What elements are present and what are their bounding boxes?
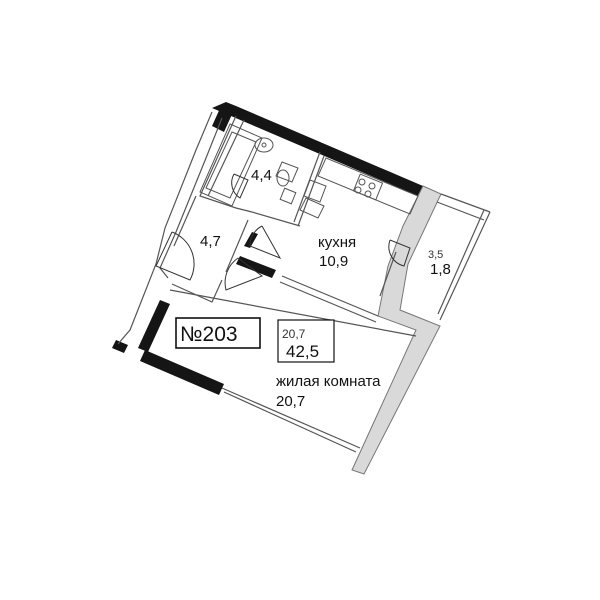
left-corner-cap: [112, 340, 128, 353]
kitchen-area: 10,9: [319, 253, 348, 270]
living-area-small: 20,7: [282, 327, 306, 341]
bathroom-area: 4,4: [251, 167, 272, 184]
right-window-line-2: [437, 209, 485, 315]
kitchen-door-icon: [249, 225, 282, 259]
balcony-area-full: 3,5: [428, 249, 443, 261]
living-room-name: жилая комната: [276, 373, 381, 390]
balcony-area-reduced: 1,8: [430, 261, 451, 278]
kitchen-fixtures: [299, 157, 419, 219]
living-room-area: 20,7: [276, 393, 305, 410]
bottom-window-line: [223, 391, 357, 453]
apartment-number-box: №203: [175, 317, 261, 349]
bottom-window-line-2: [221, 387, 361, 449]
outer-contour: [112, 102, 491, 453]
bathroom-door-icon: [231, 173, 249, 199]
bathroom-fixtures: [199, 123, 299, 207]
stove-icon: [352, 173, 384, 201]
washbasin-cabinet: [279, 187, 297, 205]
living-door-icon: [224, 257, 264, 291]
right-window-line: [439, 211, 491, 321]
kitchen-sink-icon: [299, 179, 327, 219]
kitchen-name: кухня: [318, 234, 356, 251]
left-outer-wall-inner: [159, 117, 223, 279]
area-summary-box: 20,7 42,5: [277, 319, 335, 363]
doors: [155, 173, 411, 291]
loggia-wall: [351, 185, 442, 475]
toilet-icon: [275, 161, 299, 187]
living-left-wall: [138, 300, 170, 352]
balcony-door-icon: [388, 239, 411, 267]
top-exterior-wall: [212, 102, 423, 196]
hall-area: 4,7: [200, 233, 221, 250]
left-outer-wall: [117, 111, 213, 345]
top-left-wall-cap: [212, 104, 234, 132]
bathtub-icon: [199, 123, 263, 207]
apartment-number: №203: [180, 323, 238, 346]
sink-icon: [254, 137, 274, 153]
living-exterior-wall: [140, 350, 224, 395]
total-area: 42,5: [286, 342, 319, 361]
hall-door-icon: [155, 231, 195, 281]
